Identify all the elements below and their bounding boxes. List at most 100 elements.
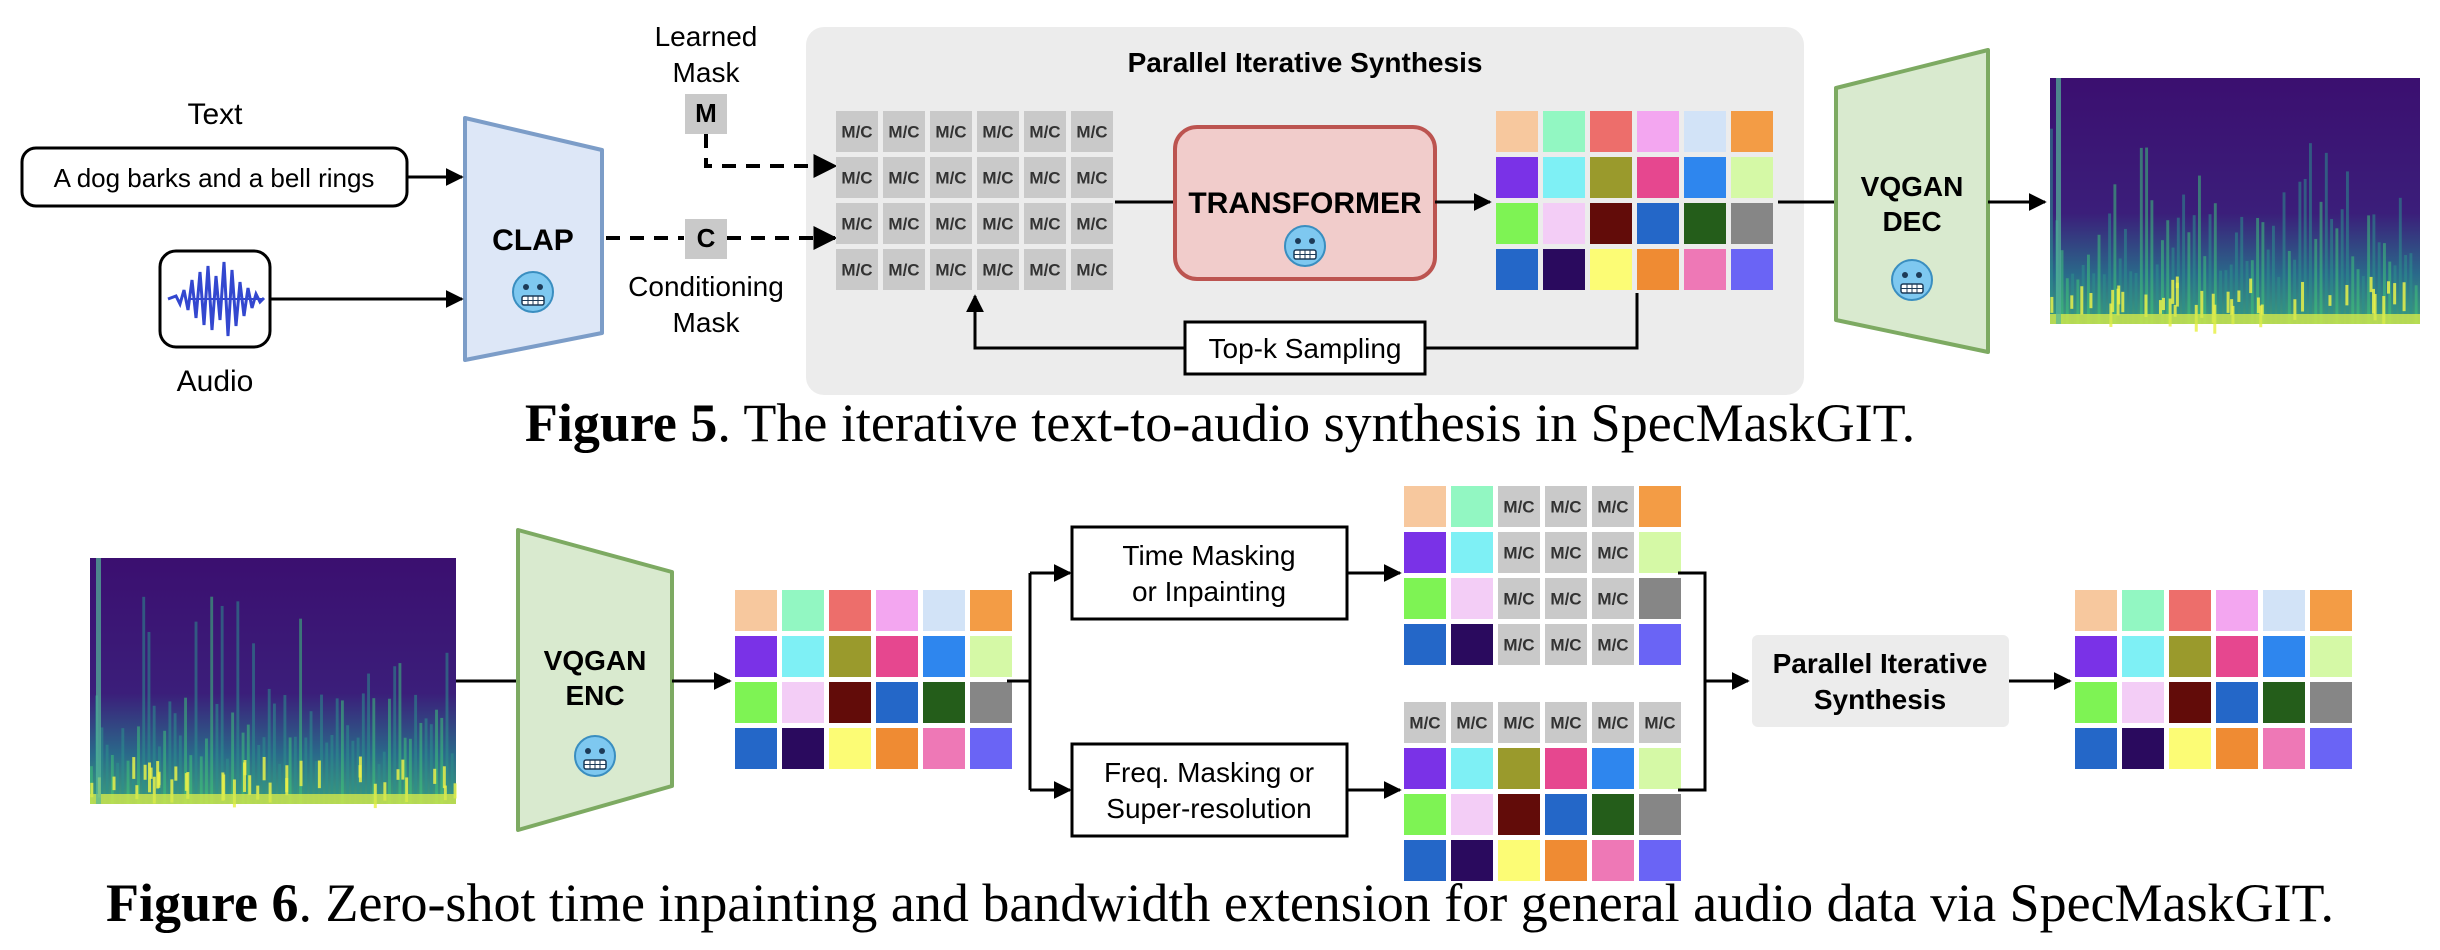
spectrogram-band [100, 727, 104, 804]
spectrogram-highlight [2168, 298, 2172, 327]
spectrogram-band [199, 756, 203, 804]
token-cell [2310, 682, 2352, 723]
token-cell [1639, 486, 1681, 527]
spectrogram-band [2282, 192, 2286, 324]
audio-input-label: Audio [177, 365, 254, 398]
token-cell [1543, 249, 1585, 290]
mc-token-label: M/C [1029, 261, 1060, 280]
token-cell [1684, 203, 1726, 244]
token-cell [1639, 840, 1681, 881]
mc-token-label: M/C [1550, 590, 1581, 609]
spectrogram-band [2335, 228, 2339, 324]
spectrogram-band [2377, 242, 2381, 324]
token-cell [923, 728, 965, 769]
spectrogram-highlight [2402, 282, 2406, 312]
predicted-token-grid [1496, 111, 1773, 290]
mc-token-label: M/C [935, 169, 966, 188]
token-cell [782, 682, 824, 723]
token-cell [1637, 111, 1679, 152]
token-cell [1639, 794, 1681, 835]
token-cell [2216, 728, 2258, 769]
token-cell [735, 636, 777, 677]
spectrogram-highlight [401, 759, 405, 780]
spectrogram-band [2213, 203, 2217, 324]
spectrogram-band [2266, 249, 2270, 324]
token-cell [1590, 111, 1632, 152]
spectrogram-band [126, 760, 130, 804]
spectrogram-band [2192, 215, 2196, 324]
mc-token-label: M/C [1597, 636, 1628, 655]
mc-token-label: M/C [1029, 215, 1060, 234]
figure-6-caption: Figure 6. Zero-shot time inpainting and … [0, 872, 2440, 934]
spectrogram-highlight [405, 777, 409, 803]
spectrogram-band [137, 726, 140, 804]
decoder-label-line1: VQGAN [1861, 171, 1964, 202]
spectrogram-highlight [2089, 293, 2093, 309]
mc-token-label: M/C [1597, 544, 1628, 563]
mc-token-label: M/C [1456, 714, 1487, 733]
spectrogram-highlight [285, 765, 289, 796]
mc-token-label: M/C [1550, 498, 1581, 517]
spectrogram-band [288, 737, 292, 804]
spectrogram-band [283, 695, 287, 804]
spectrogram-highlight [2200, 290, 2204, 318]
masked-token [883, 203, 925, 244]
spectrogram-band [346, 725, 350, 804]
split-lines [1007, 573, 1032, 790]
masked-token [1024, 249, 1066, 290]
mc-token-label: M/C [1503, 714, 1534, 733]
spectrogram-band [2050, 128, 2053, 324]
frozen-icon [1891, 259, 1933, 301]
masked-token [1404, 702, 1446, 743]
spectrogram-band [356, 737, 360, 804]
spectrogram-highlight [2144, 294, 2148, 317]
spectrogram-highlight [170, 779, 174, 803]
token-cell [1404, 578, 1446, 619]
token-cell [1731, 249, 1773, 290]
token-cell [1404, 840, 1446, 881]
spectrogram-band [2219, 270, 2223, 324]
masked-token [930, 157, 972, 198]
token-cell [2169, 728, 2211, 769]
spectrogram-band [2076, 279, 2080, 324]
masked-token [1024, 111, 1066, 152]
masked-token [1498, 486, 1540, 527]
spectrogram-band [121, 728, 125, 804]
spectrogram-highlight [2121, 291, 2125, 313]
masked-token [883, 157, 925, 198]
spectrogram-band [351, 740, 355, 804]
spectrogram-band [178, 735, 182, 804]
spectrogram-highlight [132, 757, 136, 779]
spectrogram-highlight [2387, 281, 2391, 294]
token-cell [1590, 249, 1632, 290]
mc-token-label: M/C [841, 215, 872, 234]
mc-token-label: M/C [1550, 714, 1581, 733]
input-spectrogram [90, 558, 457, 809]
spectrogram-band [168, 701, 172, 804]
spectrogram-highlight [2116, 288, 2120, 316]
token-cell [782, 728, 824, 769]
mc-token-label: M/C [1503, 544, 1534, 563]
spectrogram-band [2298, 181, 2302, 324]
spectrogram-band [246, 724, 250, 804]
spectrogram-band [440, 717, 444, 804]
token-cell [1543, 157, 1585, 198]
spectrogram-band [2102, 274, 2106, 324]
spectrogram-highlight [2211, 293, 2215, 323]
spectrogram-highlight [2328, 295, 2332, 306]
spectrogram-highlight [396, 769, 400, 780]
spectrogram-band [173, 713, 177, 804]
spectrogram-band [330, 734, 334, 804]
encoded-token-grid [735, 590, 1012, 769]
masked-token [1545, 486, 1587, 527]
token-cell [2263, 636, 2305, 677]
spectrogram-highlight [2171, 279, 2175, 304]
frozen-icon [512, 271, 554, 313]
spectrogram-band [231, 712, 235, 804]
token-cell [2310, 590, 2352, 631]
token-cell [2310, 636, 2352, 677]
spectrogram-band [304, 737, 308, 804]
spectrogram-band [257, 744, 261, 804]
time-masking-label-line2: or Inpainting [1132, 576, 1286, 607]
